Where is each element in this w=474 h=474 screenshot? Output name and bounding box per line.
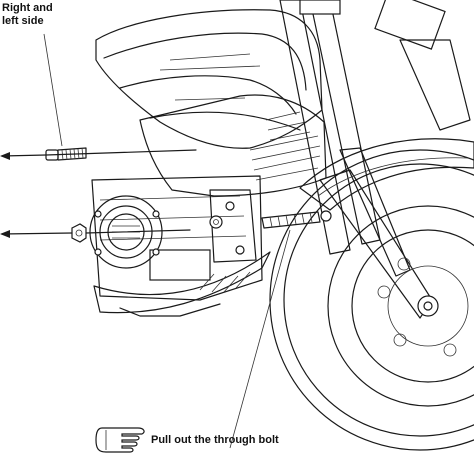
instruction-text: Pull out the through bolt: [151, 434, 279, 446]
through-bolt: [261, 210, 332, 229]
label-leader-instruction: [229, 229, 291, 449]
nut-arrow: [0, 229, 191, 238]
label-leader-side: [43, 33, 63, 147]
front-fork: [279, 0, 471, 319]
removed-nut: [71, 223, 87, 243]
side-label-line2: left side: [2, 15, 44, 27]
side-label: Right and left side: [2, 2, 62, 28]
fairing-shroud: [95, 9, 323, 149]
engine-guard: [93, 251, 271, 317]
engine: [91, 175, 263, 301]
radiator-shroud: [139, 94, 327, 197]
side-label-line1: Right and: [2, 2, 53, 14]
front-wheel: [269, 149, 474, 451]
bolt-arrow: [0, 149, 197, 160]
pointing-hand-icon: [95, 427, 145, 453]
front-fender: [299, 138, 474, 211]
